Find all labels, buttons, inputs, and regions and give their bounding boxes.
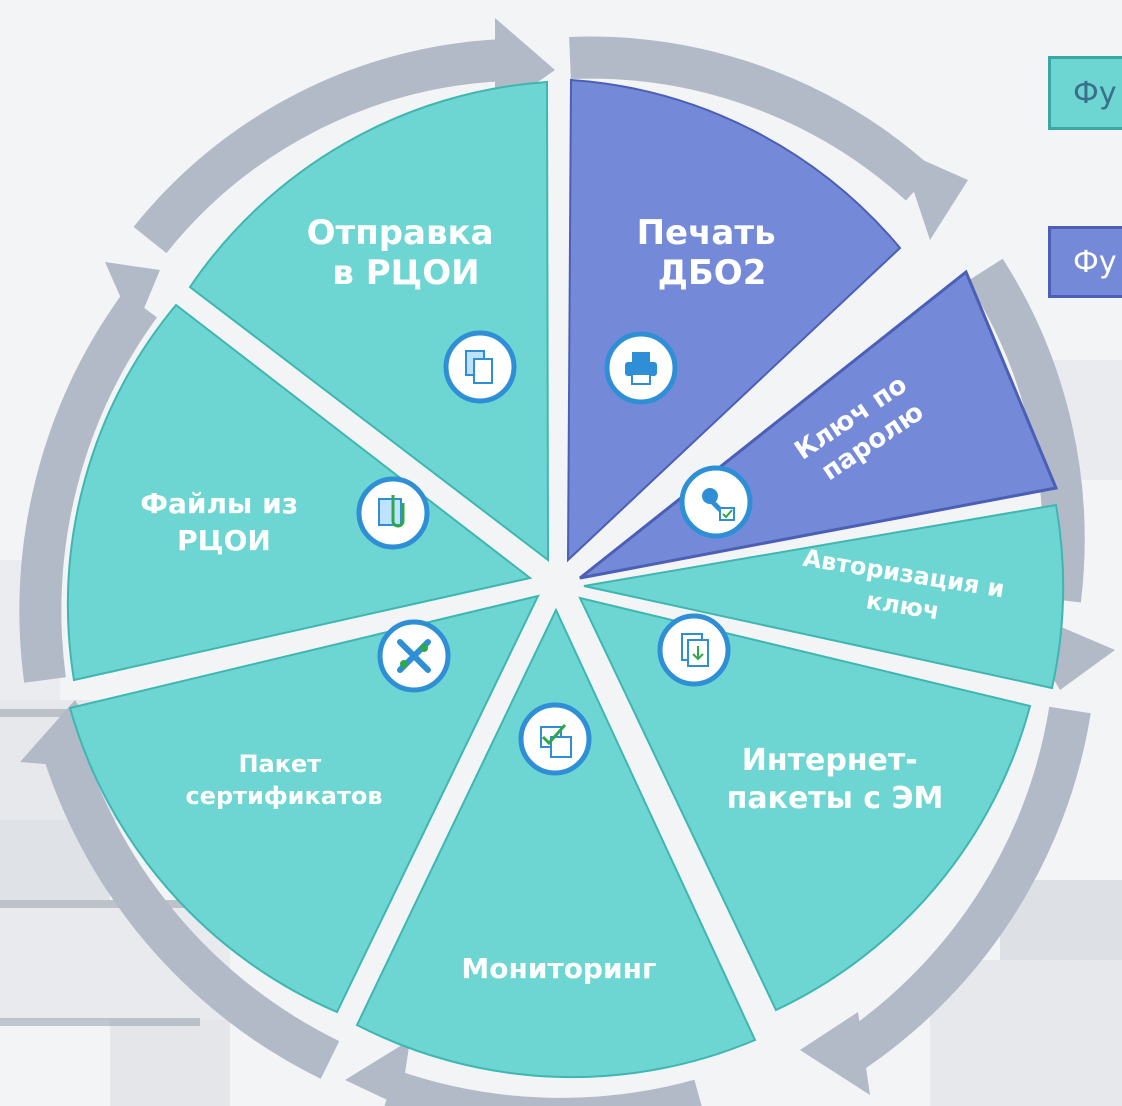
label-monitoring-line1: Мониторинг <box>461 952 656 985</box>
label-pechat: Печать ДБО2 <box>637 213 788 293</box>
segment-pechat[interactable] <box>566 78 902 563</box>
label-internet-pakety: Интернет- пакеты с ЭМ <box>727 743 944 816</box>
ring-arc-right <box>967 258 1085 603</box>
ring-arrowhead-top-right <box>900 150 968 240</box>
checklist-icon <box>518 702 592 776</box>
label-paket-sertifikatov: Пакет сертификатов <box>185 750 382 810</box>
ring-arrowhead-left <box>105 262 160 330</box>
segment-monitoring[interactable] <box>355 607 757 1078</box>
tools-icon <box>377 619 451 693</box>
segment-faily-iz-rcoi[interactable] <box>66 303 533 682</box>
printer-icon <box>604 331 678 405</box>
ring-arc-bottom-left <box>39 734 340 1079</box>
label-monitoring: Мониторинг <box>461 952 656 985</box>
label-faily-iz-rcoi: Файлы из РЦОИ <box>140 487 308 557</box>
ring-arrowhead-bottom <box>345 1040 410 1106</box>
label-paket-line1: Пакет <box>238 750 321 778</box>
segment-internet-pakety[interactable] <box>578 596 1032 1012</box>
outer-ring <box>19 18 1115 1106</box>
label-pechat-line1: Печать <box>637 213 776 253</box>
segment-avtorizaciya[interactable] <box>583 503 1065 690</box>
ring-arc-left <box>19 292 157 683</box>
label-otpravka-line2: в РЦОИ <box>332 253 479 293</box>
segment-paket-sertifikatov[interactable] <box>68 594 540 1014</box>
label-otpravka-line1: Отправка <box>307 213 494 253</box>
clip-files-icon <box>356 476 430 550</box>
legend-item-2: Фу <box>1048 226 1122 298</box>
segment-otpravka[interactable] <box>188 80 550 563</box>
label-pechat-line2: ДБО2 <box>658 253 767 293</box>
ring-arrowhead-bottom-right <box>800 1012 870 1095</box>
label-otpravka: Отправка в РЦОИ <box>307 213 506 293</box>
ring-arc-bottom <box>384 1070 702 1106</box>
ring-arc-top-right <box>569 36 935 201</box>
ring-arc-bottom-right <box>828 706 1091 1078</box>
label-internet-line2: пакеты с ЭМ <box>727 781 944 816</box>
download-document-icon <box>657 613 731 687</box>
documents-icon <box>443 330 517 404</box>
label-faily-line1: Файлы из <box>140 487 298 520</box>
label-internet-line1: Интернет- <box>742 743 918 778</box>
legend-item-1: Фу <box>1048 56 1122 130</box>
label-faily-line2: РЦОИ <box>177 524 271 557</box>
segments <box>66 78 1065 1078</box>
ring-arc-top-left <box>133 39 506 254</box>
key-check-icon <box>679 465 753 539</box>
label-paket-line2: сертификатов <box>185 782 382 810</box>
